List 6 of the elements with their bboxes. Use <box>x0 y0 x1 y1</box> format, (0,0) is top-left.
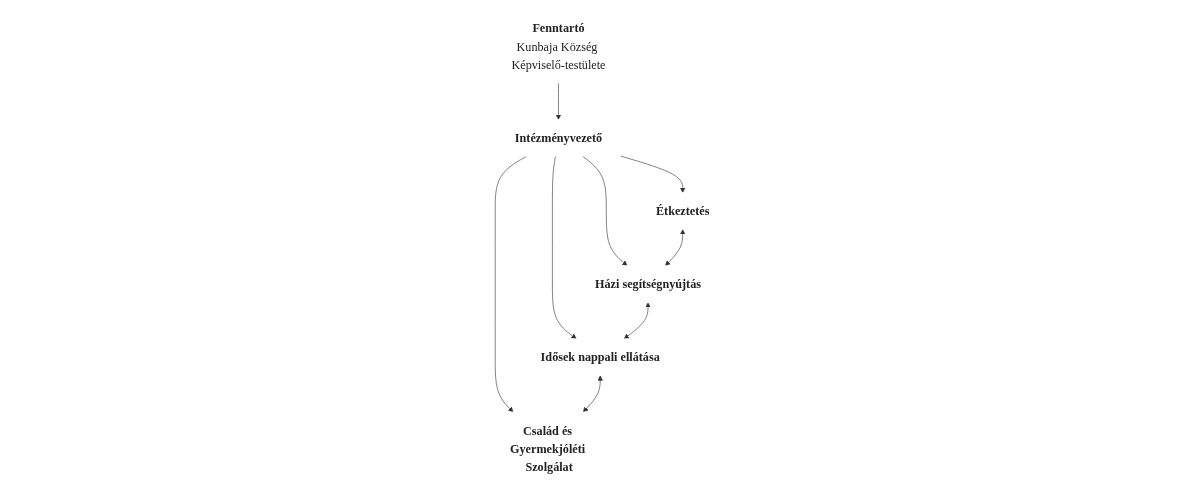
node-text: Intézményvezető <box>514 131 602 145</box>
node-text: Étkeztetés <box>655 204 710 218</box>
node-text: Fenntartó Kunbaja Község Képviselő-testülete <box>511 21 606 72</box>
node-text: Idősek nappali ellátása <box>540 350 660 364</box>
node-text: Házi segítségnyújtás <box>594 277 701 291</box>
node-text: Család és Gyermekjóléti Szolgálat <box>509 423 585 474</box>
